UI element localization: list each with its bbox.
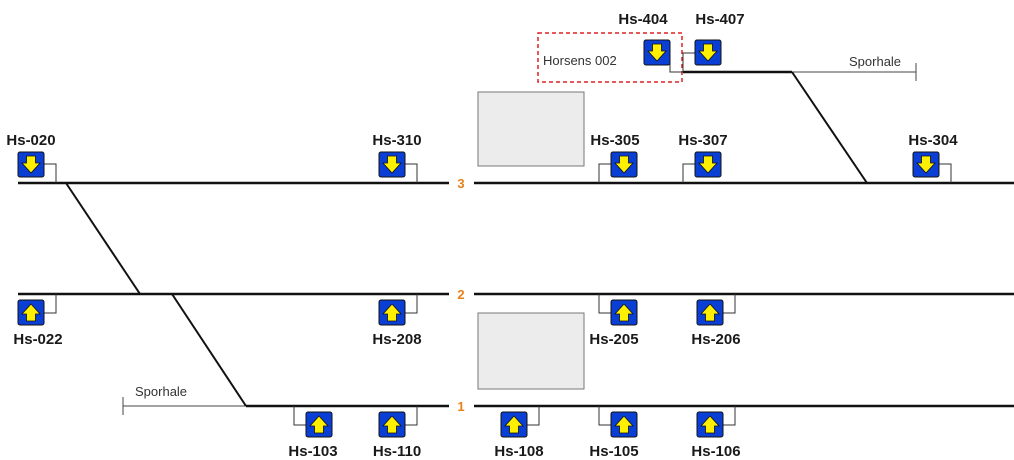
signal-hs-310[interactable]: Hs-310 [372, 132, 422, 183]
yellow-down-arrow-icon [610, 151, 638, 178]
yellow-up-arrow-icon [610, 411, 638, 438]
signal-hs-205[interactable]: Hs-205 [589, 294, 639, 348]
signal-hs-305[interactable]: Hs-305 [590, 132, 640, 183]
yellow-up-arrow-icon [378, 411, 406, 438]
yellow-down-arrow-icon [694, 151, 722, 178]
signal-hs-108[interactable]: Hs-108 [494, 406, 544, 460]
signal-label: Hs-105 [589, 443, 638, 460]
yellow-up-arrow-icon [696, 299, 724, 326]
crossover-3-2 [65, 182, 141, 295]
signal-hs-304[interactable]: Hs-304 [908, 132, 958, 183]
signal-label: Hs-022 [13, 331, 62, 348]
yellow-down-arrow-icon [378, 151, 406, 178]
signal-hs-103[interactable]: Hs-103 [288, 406, 338, 460]
signal-hs-106[interactable]: Hs-106 [691, 406, 741, 460]
signal-hs-307[interactable]: Hs-307 [678, 132, 728, 183]
signal-label: Hs-020 [6, 132, 55, 149]
yellow-down-arrow-icon [912, 151, 940, 178]
crossover-4-3 [791, 71, 868, 184]
yellow-up-arrow-icon [17, 299, 45, 326]
track-number-3: 3 [457, 176, 464, 191]
yellow-up-arrow-icon [610, 299, 638, 326]
signal-label: Hs-305 [590, 132, 639, 149]
signal-hs-404[interactable]: Hs-404 [618, 11, 683, 73]
sporhale-bottom-label: Sporhale [135, 384, 187, 399]
signal-label: Hs-108 [494, 443, 543, 460]
signal-hs-206[interactable]: Hs-206 [691, 294, 741, 348]
yellow-down-arrow-icon [643, 39, 671, 66]
yellow-up-arrow-icon [696, 411, 724, 438]
track-number-2: 2 [457, 287, 464, 302]
signal-hs-022[interactable]: Hs-022 [13, 294, 63, 348]
signal-label: Hs-103 [288, 443, 337, 460]
yellow-up-arrow-icon [305, 411, 333, 438]
signal-label: Hs-206 [691, 331, 740, 348]
signal-hs-208[interactable]: Hs-208 [372, 294, 422, 348]
selection-box[interactable] [537, 32, 683, 83]
signal-hs-110[interactable]: Hs-110 [373, 406, 421, 460]
signal-label: Hs-404 [618, 11, 668, 28]
yellow-up-arrow-icon [378, 299, 406, 326]
signal-label: Hs-310 [372, 132, 421, 149]
yellow-down-arrow-icon [17, 151, 45, 178]
signal-label: Hs-205 [589, 331, 638, 348]
yellow-down-arrow-icon [694, 39, 722, 66]
signal-label: Hs-208 [372, 331, 421, 348]
crossover-2-1 [171, 293, 247, 407]
signal-label: Hs-304 [908, 132, 958, 149]
selection-box-label: Horsens 002 [543, 53, 617, 68]
platform-lower [477, 312, 585, 390]
signal-hs-020[interactable]: Hs-020 [6, 132, 57, 183]
yellow-up-arrow-icon [500, 411, 528, 438]
signal-label: Hs-407 [695, 11, 744, 28]
signal-label: Hs-106 [691, 443, 740, 460]
track-number-1: 1 [457, 399, 464, 414]
platform-upper [477, 91, 585, 167]
signal-label: Hs-110 [373, 443, 421, 460]
signal-hs-407[interactable]: Hs-407 [682, 11, 745, 72]
sporhale-top-label: Sporhale [849, 54, 901, 69]
signal-label: Hs-307 [678, 132, 727, 149]
signal-hs-105[interactable]: Hs-105 [589, 406, 639, 460]
